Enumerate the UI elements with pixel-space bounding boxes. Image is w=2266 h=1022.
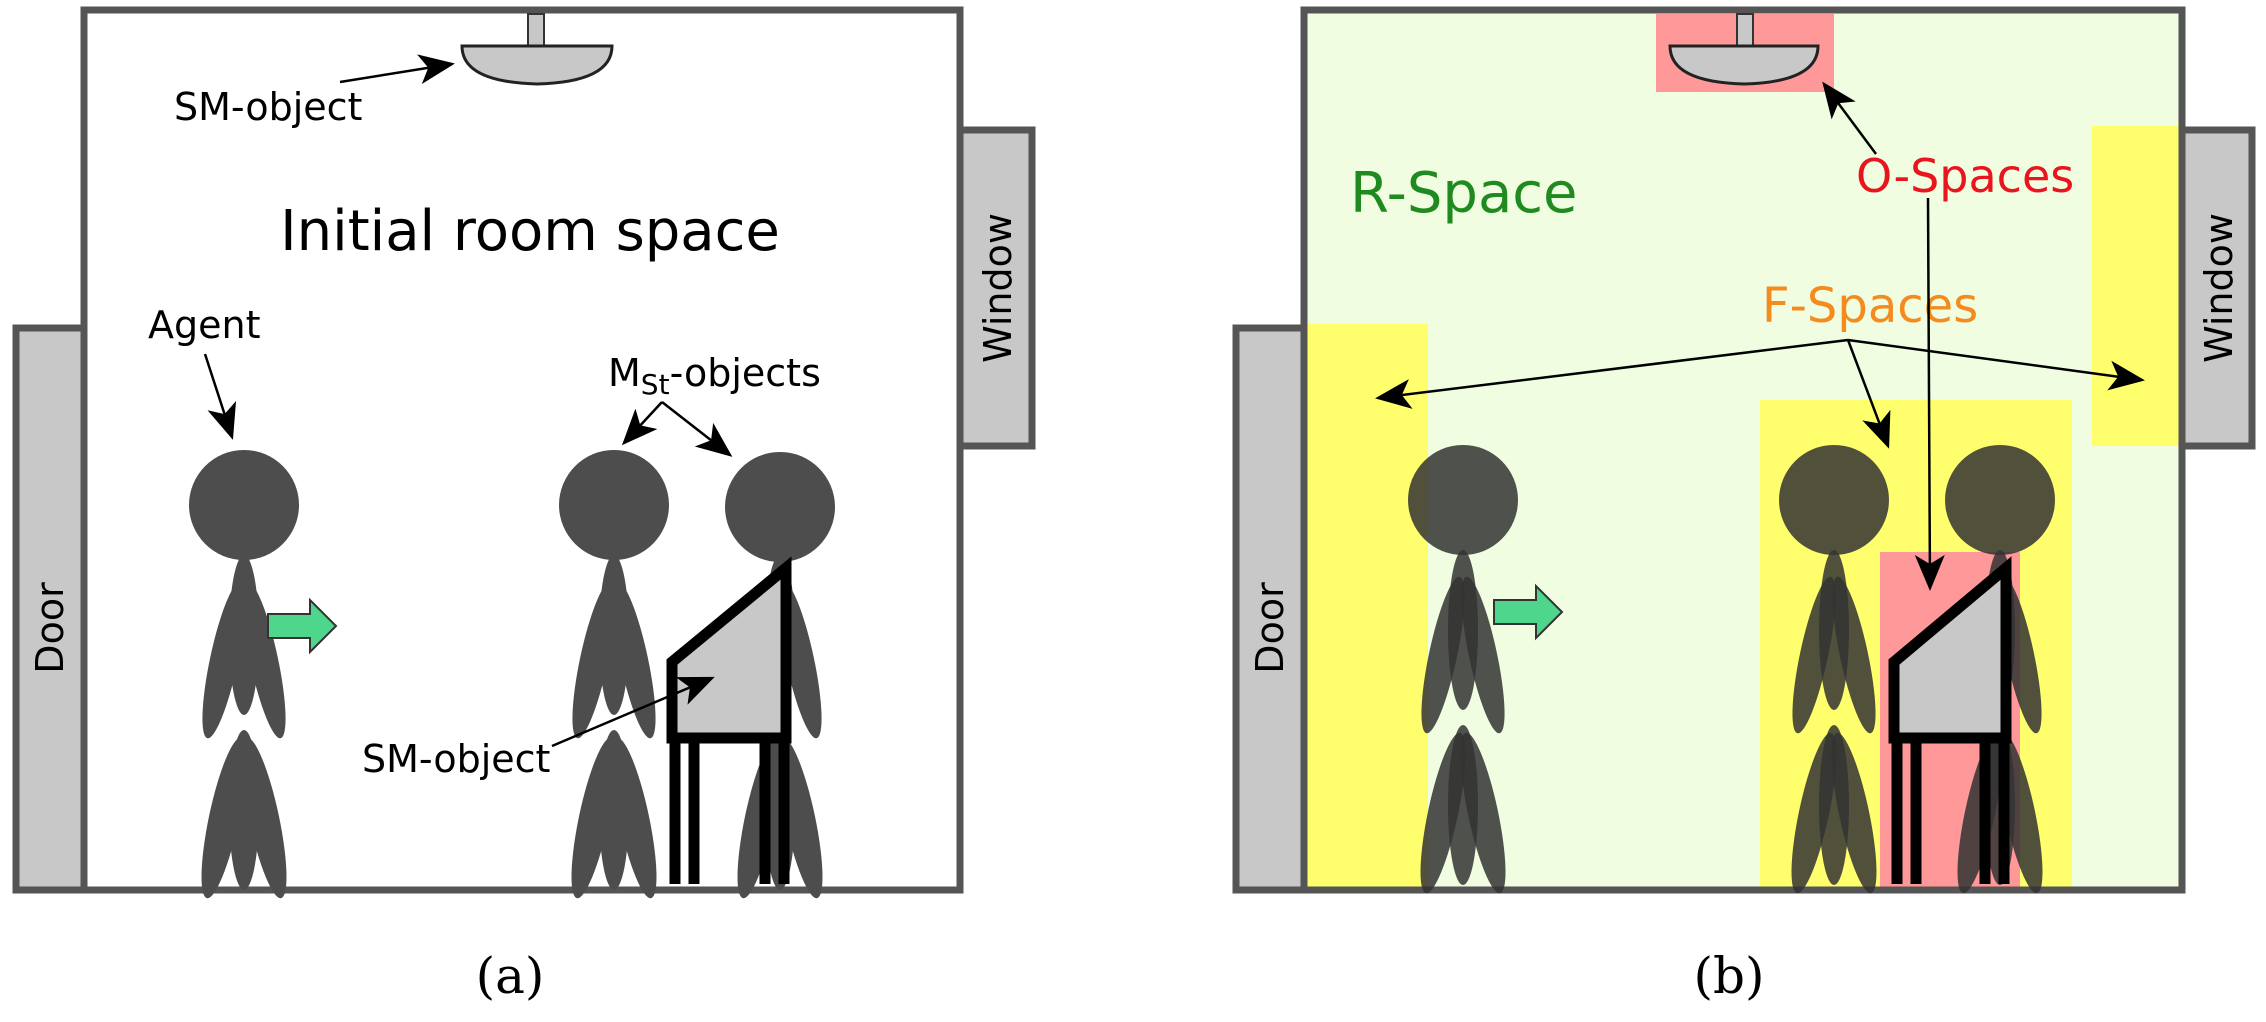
door — [12, 324, 88, 894]
window — [2178, 126, 2256, 450]
direction-arrow — [1493, 583, 1564, 641]
person-figure-1 — [1779, 445, 1889, 894]
sm-object-chair-arrow — [551, 676, 715, 748]
o-spaces-arrow-lamp — [1822, 81, 1878, 155]
agent-figure — [189, 450, 299, 899]
person-figure-1 — [559, 450, 669, 899]
mst-objects-label: MSt-objects — [608, 351, 821, 401]
f-spaces-arrow-window — [1847, 338, 2145, 391]
sm-object-top-arrow — [339, 54, 455, 85]
room-outline — [80, 6, 964, 894]
chair — [1888, 556, 2012, 884]
agent-arrow — [203, 353, 237, 440]
f-space-window — [2092, 126, 2182, 446]
mst-arrow-left — [621, 401, 663, 446]
caption-a: (a) — [476, 947, 545, 1005]
direction-arrow — [267, 597, 338, 655]
panel-a: Door Window SM-object Initial room space… — [12, 6, 1036, 1005]
o-spaces-label: O-Spaces — [1856, 149, 2074, 203]
sm-object-chair-label: SM-object — [362, 737, 550, 781]
panel-b: Door Window — [1232, 6, 2256, 1005]
door-label: Door — [28, 582, 72, 674]
room-title: Initial room space — [280, 199, 780, 264]
f-spaces-arrow-group — [1846, 339, 1891, 449]
r-space-label: R-Space — [1350, 161, 1578, 226]
o-spaces-arrow-chair — [1914, 197, 1945, 591]
agent-figure — [1408, 445, 1518, 894]
f-space-door — [1304, 324, 1428, 890]
door-label: Door — [1248, 582, 1292, 674]
window — [956, 126, 1036, 450]
caption-b: (b) — [1693, 947, 1764, 1005]
sm-object-top-label: SM-object — [174, 85, 362, 129]
door — [1232, 324, 1308, 894]
f-spaces-arrow-door — [1375, 338, 1849, 409]
window-label: Window — [976, 213, 1020, 363]
ceiling-lamp — [460, 13, 614, 86]
ceiling-lamp — [1668, 13, 1820, 86]
mst-arrow-right — [661, 401, 733, 457]
f-spaces-label: F-Spaces — [1762, 278, 1978, 334]
agent-label: Agent — [148, 303, 260, 347]
window-label: Window — [2197, 213, 2241, 363]
